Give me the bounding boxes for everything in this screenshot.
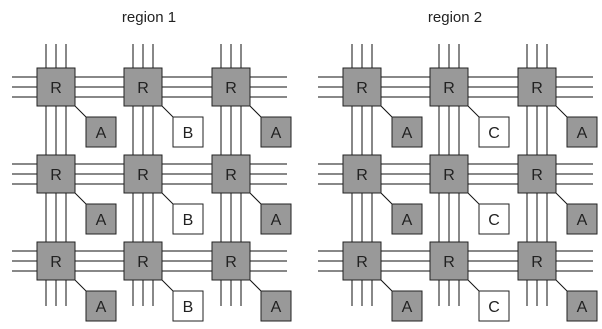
block-label: C [488,212,500,229]
router-box [123,154,163,194]
block-box-a [260,203,292,235]
block-box-a [85,203,117,235]
region-2-title: region 2 [428,9,482,26]
block-box-b [172,116,204,148]
block-label: A [96,125,107,142]
block-box-c [478,290,510,322]
block-label: A [402,212,413,229]
router-box [36,241,76,281]
block-label: B [183,299,194,316]
router-label: R [356,167,368,184]
router-label: R [531,254,543,271]
block-label: B [183,125,194,142]
block-box-a [566,116,598,148]
block-box-a [566,203,598,235]
router-box [211,67,251,107]
block-box-b [172,203,204,235]
router-box [342,154,382,194]
router-box [429,154,469,194]
block-label: B [183,212,194,229]
region-1-grid: R A R B R A R A R B R A R A R B R A [12,44,292,322]
router-label: R [443,254,455,271]
router-label: R [50,167,62,184]
router-box [123,241,163,281]
block-box-b [172,290,204,322]
router-label: R [531,167,543,184]
block-label: A [271,299,282,316]
router-box [342,241,382,281]
block-label: A [96,212,107,229]
block-box-a [85,116,117,148]
block-label: A [271,212,282,229]
block-label: A [96,299,107,316]
router-box [342,67,382,107]
region-2-grid: R A R C R A R A R C R A R A R C R A [318,44,598,322]
router-label: R [50,254,62,271]
router-box [517,67,557,107]
router-label: R [137,167,149,184]
block-box-a [391,203,423,235]
block-label: A [577,299,588,316]
router-label: R [50,80,62,97]
router-box [429,241,469,281]
router-box [36,67,76,107]
router-box [517,241,557,281]
router-label: R [225,80,237,97]
block-label: A [402,125,413,142]
router-box [517,154,557,194]
router-label: R [225,254,237,271]
block-box-c [478,203,510,235]
block-box-a [391,290,423,322]
router-box [211,154,251,194]
router-label: R [356,80,368,97]
block-box-a [85,290,117,322]
router-label: R [137,80,149,97]
block-label: A [577,212,588,229]
block-label: C [488,299,500,316]
router-label: R [356,254,368,271]
router-label: R [443,80,455,97]
block-label: A [271,125,282,142]
block-box-c [478,116,510,148]
block-label: C [488,125,500,142]
router-box [429,67,469,107]
block-label: A [577,125,588,142]
block-box-a [391,116,423,148]
block-box-a [260,116,292,148]
region-1-title: region 1 [122,9,176,26]
block-box-a [566,290,598,322]
router-label: R [531,80,543,97]
block-box-a [260,290,292,322]
router-label: R [137,254,149,271]
router-box [123,67,163,107]
router-label: R [225,167,237,184]
router-label: R [443,167,455,184]
block-label: A [402,299,413,316]
router-box [211,241,251,281]
router-box [36,154,76,194]
